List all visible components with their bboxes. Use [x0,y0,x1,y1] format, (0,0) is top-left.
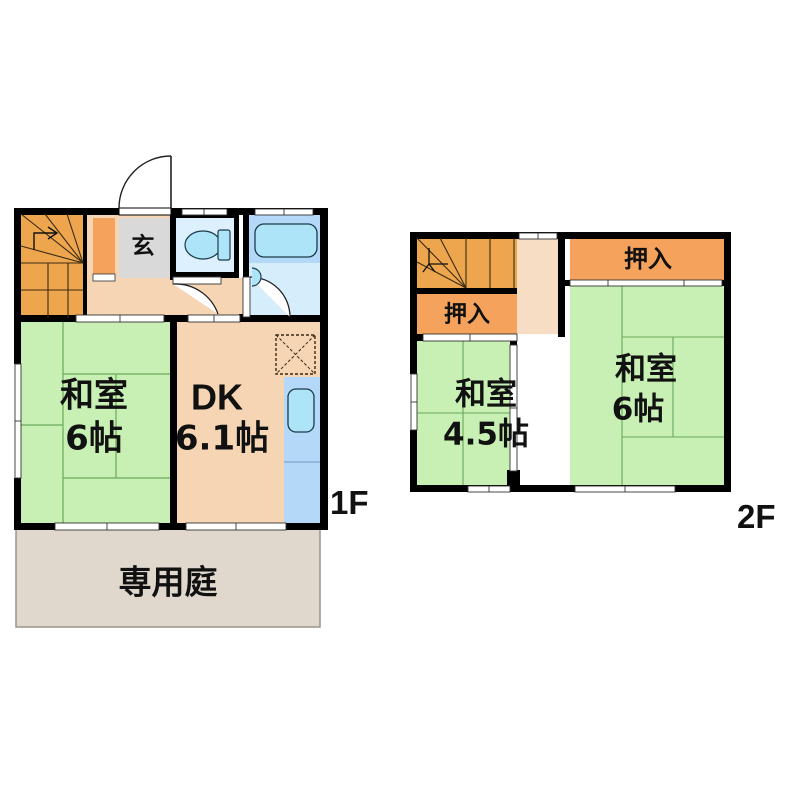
washitsu-6jo-label-line1: 和室 [60,376,128,416]
garden-rect [15,528,321,628]
dk-label-line1: DK [191,377,243,418]
shoe-cabinet [93,218,115,280]
oshiire-right-label: 押入 [624,245,672,273]
openings-2f [410,232,723,493]
dk-sliding-door-bottom[interactable] [185,522,287,531]
washitsu-6jo-label-line2: 6帖 [65,419,123,459]
stairs-fill-2f [417,238,517,288]
kitchen-sink [284,388,320,463]
entrance-door-arc [118,155,172,209]
oshiire-left-label: 押入 [444,302,490,328]
washitsu-4-5jo-sliding-door-top[interactable] [422,333,518,342]
tatami-grid-1f [20,322,170,528]
bath-window [254,208,314,216]
shoe-cabinet-door [92,273,116,282]
toilet-window [181,208,228,216]
stairs-fill-1f [20,214,87,318]
genkan-label: 玄 [132,233,155,260]
landing-fill-2f [517,238,558,334]
washitsu-4-5jo-label-line2: 4.5帖 [443,417,529,453]
floor-label-1f: 1F [330,484,369,521]
floor-1-plan: 玄 [14,155,328,531]
washitsu-4-5jo-window-bottom [467,485,511,493]
oshiire-left-fill [417,294,517,334]
dk-sliding-door-top[interactable] [187,314,241,323]
dk-floor [176,322,284,528]
labels-1f: 和室 6帖 DK 6.1帖 [60,376,269,459]
washitsu-sliding-door-top[interactable] [75,314,165,323]
room-divider-sliding-doors-2f[interactable] [509,344,518,472]
washitsu-4-5jo-window-left [410,373,418,431]
toilet-fixture [184,229,231,261]
stairs-1f [20,213,84,318]
genkan-tile [119,218,170,278]
floor-label-2f: 2F [737,498,776,535]
private-garden-area: 専用庭 [15,528,321,628]
dk-label-line2: 6.1帖 [175,419,269,459]
washitsu-6jo-2f-window-bottom [574,485,676,493]
washitsu-4-5jo-label-line1: 和室 [455,377,517,413]
stove-symbol [275,334,316,375]
washitsu-6jo-2f-fill [570,286,725,485]
stairs-2f [416,237,515,289]
oshiire-right-doors[interactable] [569,279,723,287]
tatami-grid-6jo-2f [621,286,725,485]
washitsu-6jo-2f-label-line2: 6帖 [612,392,665,428]
garden-label: 専用庭 [119,563,218,602]
washitsu-window-left [14,363,22,479]
tatami-grid-4-5jo [417,341,510,485]
stairs-down-arrow-2f [422,248,448,273]
bathtub-fixture [254,223,318,258]
stairs-up-arrow-1f [33,226,59,250]
washitsu-sliding-door-bottom[interactable] [54,522,160,531]
landing-window-2f [518,232,558,240]
washitsu-6jo-2f-label-line1: 和室 [615,352,677,388]
oshiire-right-fill [570,238,725,280]
washbasin-fixture [251,267,262,287]
floor-2-plan: 和室 4.5帖 和室 6帖 押入 押入 [410,232,731,493]
labels-2f: 和室 4.5帖 和室 6帖 押入 押入 [443,245,677,453]
entrance-door-opening[interactable] [118,207,172,216]
toilet-door[interactable] [172,276,222,315]
